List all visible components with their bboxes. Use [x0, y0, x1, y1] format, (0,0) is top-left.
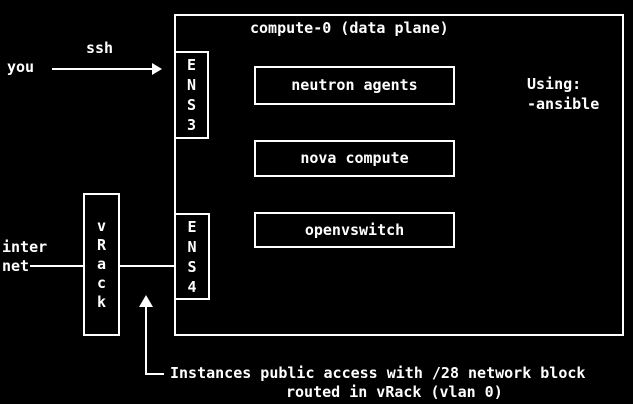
ens3-label: ENS3	[186, 56, 197, 134]
using-note: Using: -ansible	[527, 74, 599, 114]
openvswitch-box: openvswitch	[254, 212, 455, 248]
arrow-up-icon	[139, 295, 153, 307]
annotation-line2: routed in vRack (vlan 0)	[286, 383, 503, 401]
vrack-ens4-line	[120, 265, 174, 267]
ens4-interface-box: ENS4	[174, 213, 210, 300]
arrow-right-icon	[152, 63, 162, 75]
ssh-label: ssh	[86, 39, 114, 57]
internet-vrack-line	[30, 265, 83, 267]
neutron-agents-label: neutron agents	[291, 76, 418, 94]
ens3-interface-box: ENS3	[174, 51, 209, 139]
neutron-agents-box: neutron agents	[254, 66, 455, 105]
annotation-line1: Instances public access with /28 network…	[170, 364, 586, 382]
ssh-arrow-line	[52, 68, 153, 70]
internet-label: inter net	[2, 238, 47, 276]
you-label: you	[7, 58, 35, 76]
vrack-label: vRack	[96, 217, 107, 311]
ens4-label: ENS4	[187, 217, 197, 296]
internet-label-line1: inter	[2, 238, 48, 256]
annotation-pointer-vline	[145, 307, 147, 375]
internet-label-line2: net	[2, 257, 30, 275]
using-note-line2: -ansible	[527, 95, 600, 113]
compute-node-title: compute-0 (data plane)	[250, 19, 449, 37]
nova-compute-box: nova compute	[254, 140, 455, 177]
annotation-pointer-hline	[145, 373, 164, 375]
using-note-line1: Using:	[527, 75, 582, 93]
openvswitch-label: openvswitch	[304, 220, 405, 239]
nova-compute-label: nova compute	[300, 149, 409, 167]
vrack-box: vRack	[83, 193, 120, 336]
